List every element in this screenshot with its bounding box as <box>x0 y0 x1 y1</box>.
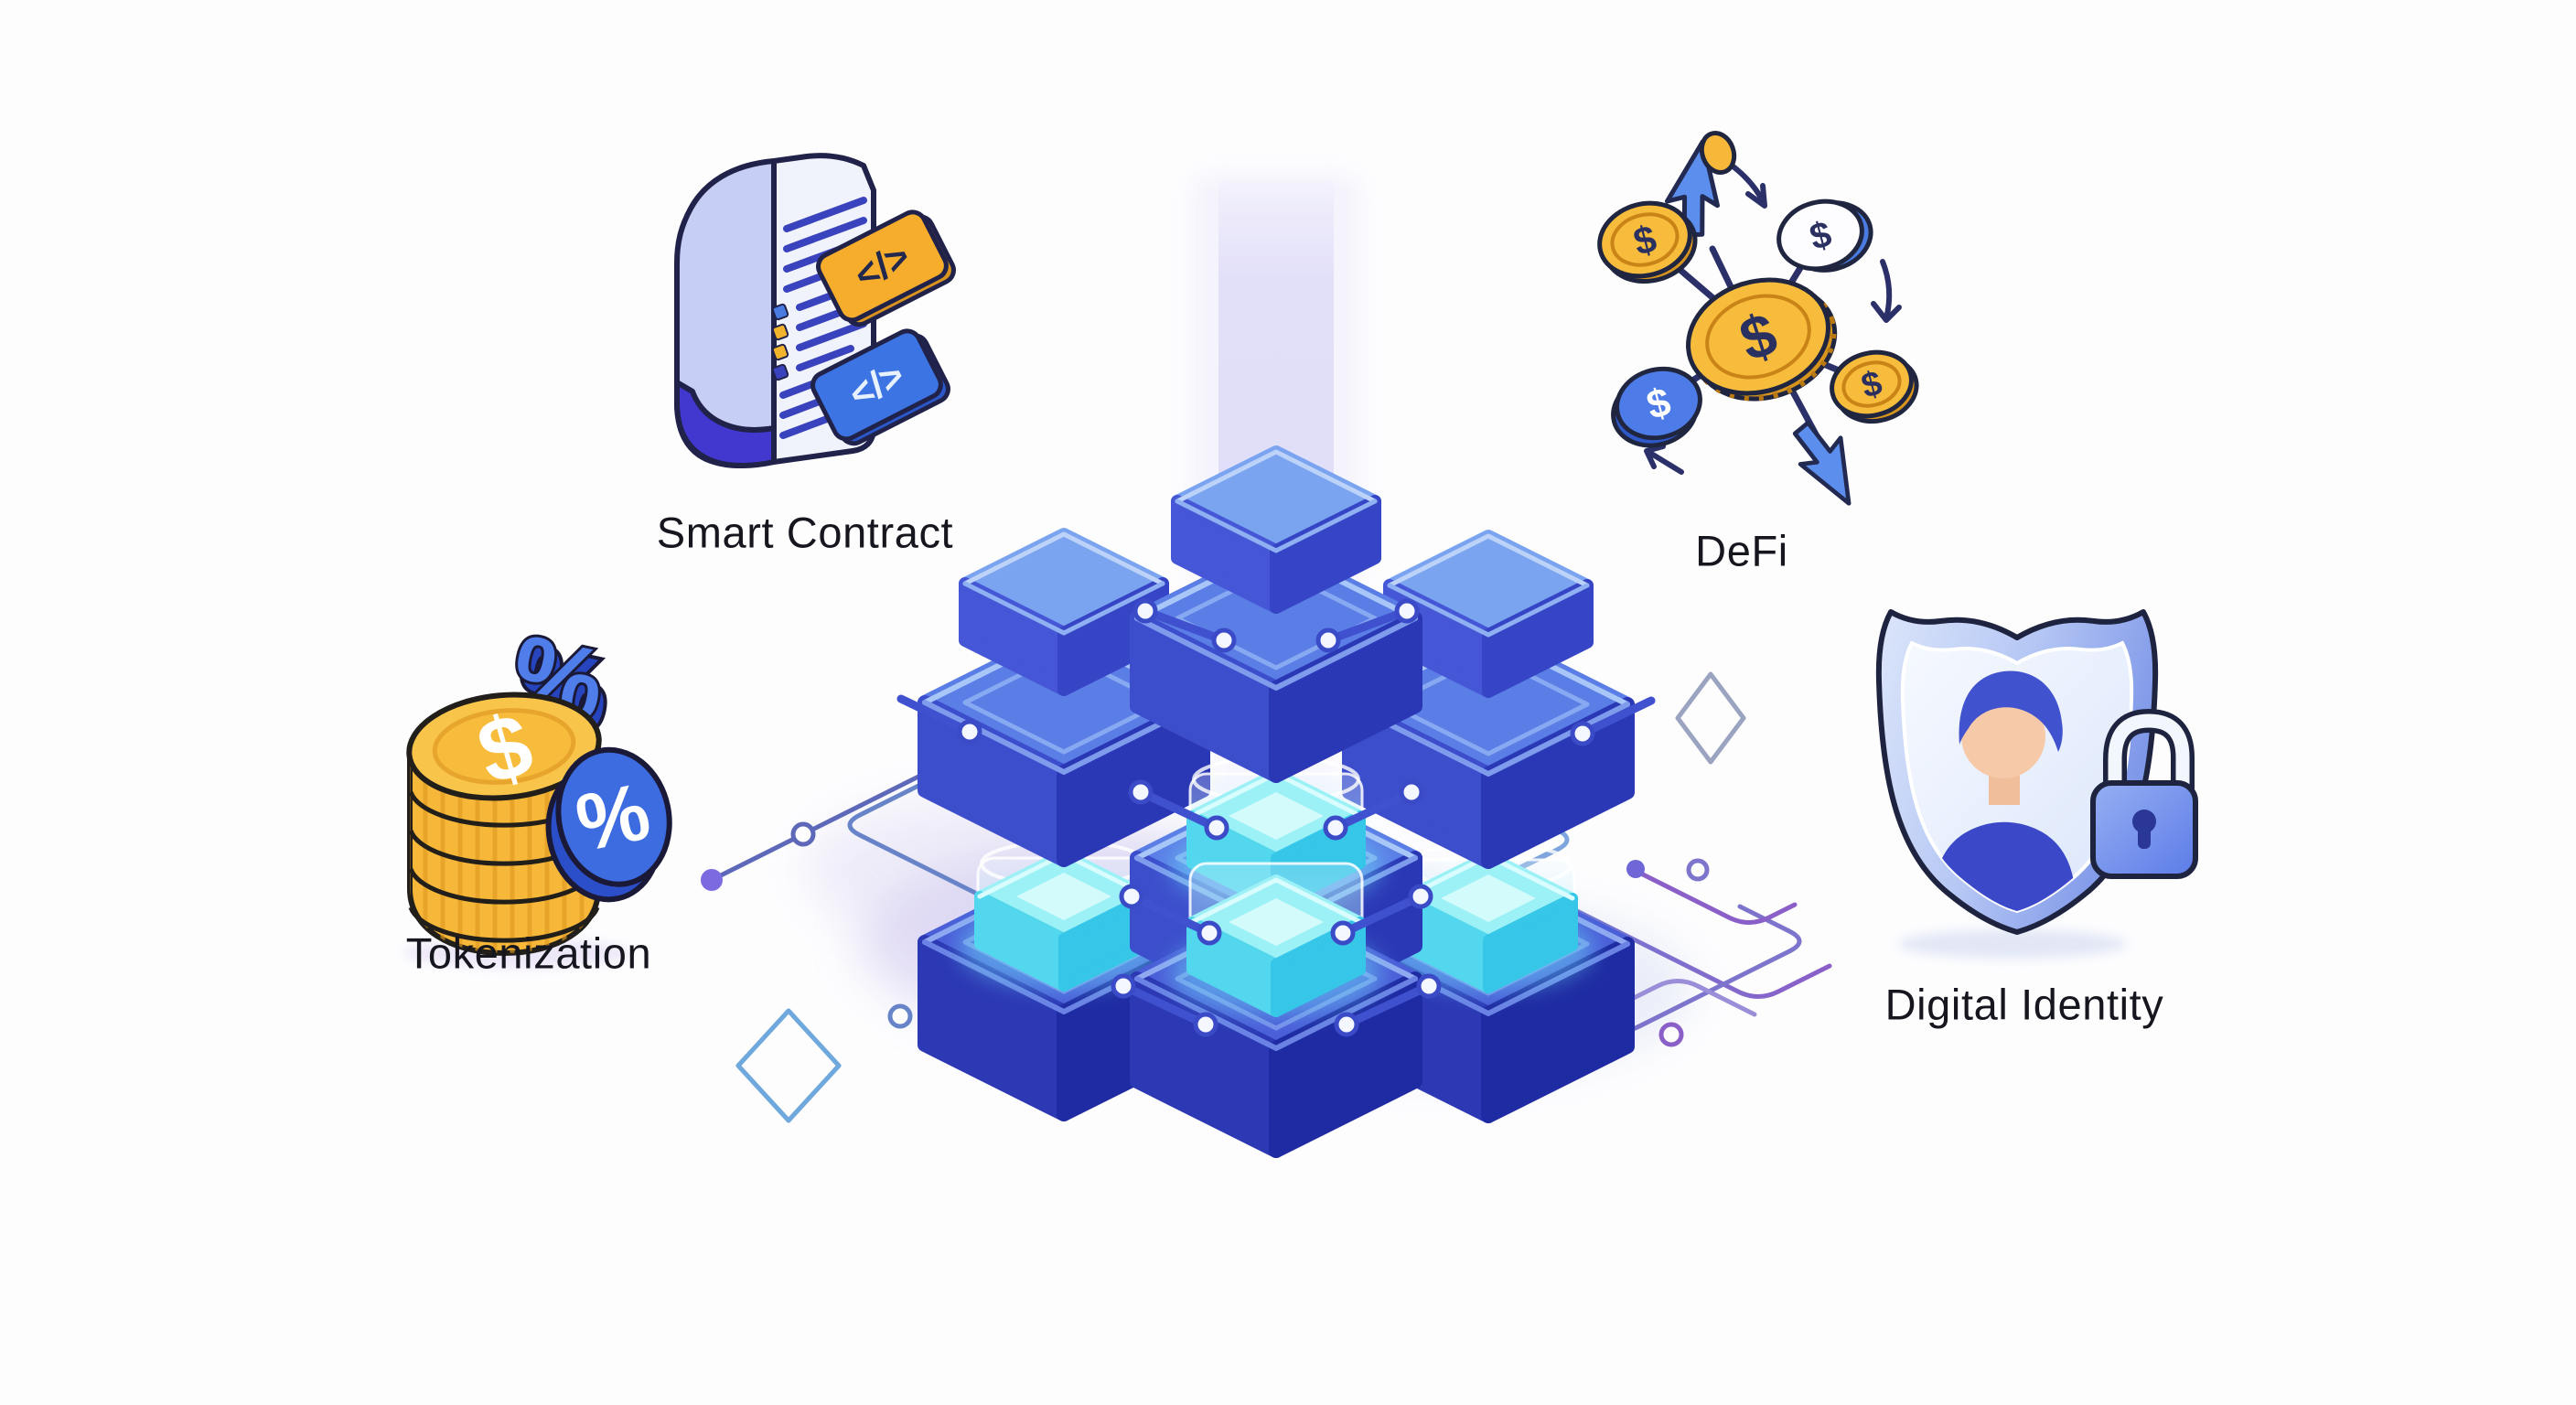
label-defi: DeFi <box>1695 526 1788 575</box>
code-badge-yellow: </> <box>816 209 956 327</box>
percent-badge: % <box>545 746 672 903</box>
contract-bullets <box>771 303 789 381</box>
avatar-face <box>1961 694 2045 778</box>
arrow-down-icon <box>1792 420 1852 506</box>
white-coin: $ <box>1776 198 1873 273</box>
circuit-node-dot <box>1626 860 1645 878</box>
gold-coin-left: $ <box>1597 200 1698 284</box>
label-tokenization: Tokenization <box>405 928 652 978</box>
circuit-node-ring <box>790 821 816 847</box>
diamond-outline <box>735 1008 842 1123</box>
circuit-path <box>1402 822 1832 999</box>
digital-identity-icon <box>1875 609 2198 959</box>
coin-dot <box>1699 131 1737 175</box>
avatar-hair <box>1959 670 2063 752</box>
small-arrows <box>1644 162 1902 475</box>
gold-coin-center: $ <box>1686 277 1838 402</box>
gold-coin-right: $ <box>1830 349 1919 424</box>
blue-coin: $ <box>1611 366 1702 448</box>
label-smart-contract: Smart Contract <box>656 508 954 557</box>
padlock-icon <box>2090 708 2198 879</box>
block-column-front <box>1137 862 1415 1151</box>
blockchain-structure <box>896 452 1656 1151</box>
circuit-node-ring <box>1686 858 1710 882</box>
scroll-curl <box>674 380 777 468</box>
diamond-outline <box>1675 671 1746 765</box>
tokenization-icon: % % $ % <box>403 610 672 968</box>
defi-icon: $ $ $ $ $ <box>1597 131 1919 506</box>
connector-rods <box>896 606 1656 1029</box>
connector-rings <box>957 598 1595 1037</box>
circuit-path <box>1505 979 1757 1064</box>
circuit-path <box>1633 868 1798 925</box>
shield-shadow <box>1898 929 2127 959</box>
circuit-node-ring <box>887 1003 913 1029</box>
smart-contract-icon: </> </> <box>674 153 956 468</box>
circuit-node-ring <box>1658 1022 1684 1047</box>
circuit-node-dot <box>701 869 723 891</box>
label-digital-identity: Digital Identity <box>1884 980 2164 1029</box>
block-column-left <box>925 534 1203 1114</box>
code-badge-blue: </> <box>810 328 950 446</box>
